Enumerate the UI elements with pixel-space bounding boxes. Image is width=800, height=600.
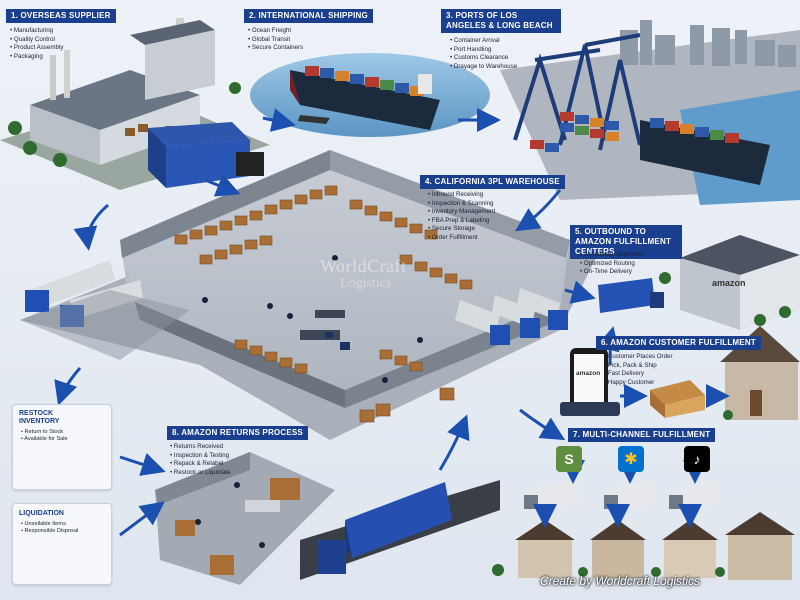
stage-6-list: Customer Places Order Pick, Pack & Ship … (604, 353, 673, 387)
list-item: Port Handling (450, 46, 517, 55)
amazon-fulfillment-center (659, 235, 800, 330)
liquidation-list: Unsellable Items Responsible Disposal (21, 521, 79, 535)
multichannel-trucks (524, 480, 720, 512)
amazon-phone (560, 348, 620, 416)
stage-4-list: Inbound Receiving Inspection & Scanning … (428, 191, 495, 243)
liquidation-title: LIQUIDATION (19, 510, 64, 517)
tiktok-icon: ♪ (684, 446, 710, 472)
list-item: Return to Stock (21, 429, 68, 436)
watermark-logo-sub: Logistics (340, 276, 392, 291)
restock-list: Return to Stock Available for Sale (21, 429, 68, 443)
sales-channels: S ✱ ♪ (538, 444, 730, 474)
list-item: Available for Sale (21, 436, 67, 443)
list-item: Scheduled Shipments (580, 251, 644, 260)
liquidation-panel: LIQUIDATION Unsellable Items Responsible… (12, 503, 112, 585)
list-item: Secure Containers (248, 44, 303, 53)
list-item: Restock or Liquidate (170, 469, 230, 478)
list-item: Happy Customer (604, 379, 673, 388)
stage-5-list: Scheduled Shipments Optimized Routing On… (580, 251, 644, 277)
multichannel-houses (492, 512, 795, 580)
credit-text: Create by Worldcraft Logistics (540, 574, 701, 588)
stage-3-title: 3. PORTS OF LOS ANGELES & LONG BEACH (441, 9, 561, 33)
shopify-icon: S (556, 446, 582, 472)
list-item: Inbound Receiving (428, 191, 495, 200)
phone-amazon-logo: amazon (576, 370, 601, 377)
list-item: Global Transit (248, 36, 303, 45)
port-terminal (500, 20, 800, 205)
stage-1-title: 1. OVERSEAS SUPPLIER (6, 9, 116, 23)
package-box (650, 380, 705, 418)
list-item: Ocean Freight (248, 27, 303, 36)
stage-2-title: 2. INTERNATIONAL SHIPPING (244, 9, 373, 23)
list-item: Inventory Management (428, 208, 495, 217)
list-item: Inspection & Scanning (428, 200, 495, 209)
restock-title: RESTOCK INVENTORY (19, 410, 60, 425)
list-item: Manufacturing (10, 27, 63, 36)
list-item: Customs Clearance (450, 54, 517, 63)
list-item: Drayage to Warehouse (450, 63, 517, 72)
stage-7-title: 7. MULTI-CHANNEL FULFILLMENT (568, 428, 716, 442)
list-item: Container Arrival (450, 37, 517, 46)
restock-panel: RESTOCK INVENTORY Return to Stock Availa… (12, 404, 112, 490)
walmart-icon: ✱ (618, 446, 644, 472)
list-item: Responsible Disposal (21, 528, 79, 535)
list-item: FBA Prep & Labeling (428, 217, 495, 226)
container-ship (250, 53, 490, 137)
list-item: Unsellable Items (21, 521, 78, 528)
drayage-truck (300, 480, 500, 580)
list-item: Quality Control (10, 36, 63, 45)
stage-2-list: Ocean Freight Global Transit Secure Cont… (248, 27, 303, 53)
list-item: Product Assembly (10, 44, 64, 53)
list-item: Pick, Pack & Ship (604, 362, 673, 371)
stage-4-title: 4. CALIFORNIA 3PL WAREHOUSE (420, 175, 565, 189)
list-item: On-Time Delivery (580, 268, 644, 277)
list-item: Secure Storage (428, 225, 495, 234)
amazon-sign: amazon (712, 278, 746, 288)
stage-1-list: Manufacturing Quality Control Product As… (10, 27, 64, 62)
outbound-truck (598, 278, 664, 313)
stage-8-list: Returns Received Inspection & Testing Re… (170, 443, 230, 477)
stage-3-list: Container Arrival Port Handling Customs … (450, 37, 517, 71)
stage-8-title: 8. AMAZON RETURNS PROCESS (167, 426, 308, 440)
list-item: Fast Delivery (604, 370, 673, 379)
list-item: Order Fulfillment (428, 234, 495, 243)
stage-6-title: 6. AMAZON CUSTOMER FULFILLMENT (596, 336, 761, 350)
list-item: Returns Received (170, 443, 230, 452)
list-item: Optimized Routing (580, 260, 644, 269)
list-item: Repack & Relabel (170, 460, 230, 469)
supplier-factory (0, 18, 270, 190)
watermark-logo: WorldCraft (320, 256, 407, 276)
list-item: Packaging (10, 53, 63, 62)
list-item: Customer Places Order (604, 353, 673, 362)
list-item: Inspection & Testing (170, 452, 230, 461)
